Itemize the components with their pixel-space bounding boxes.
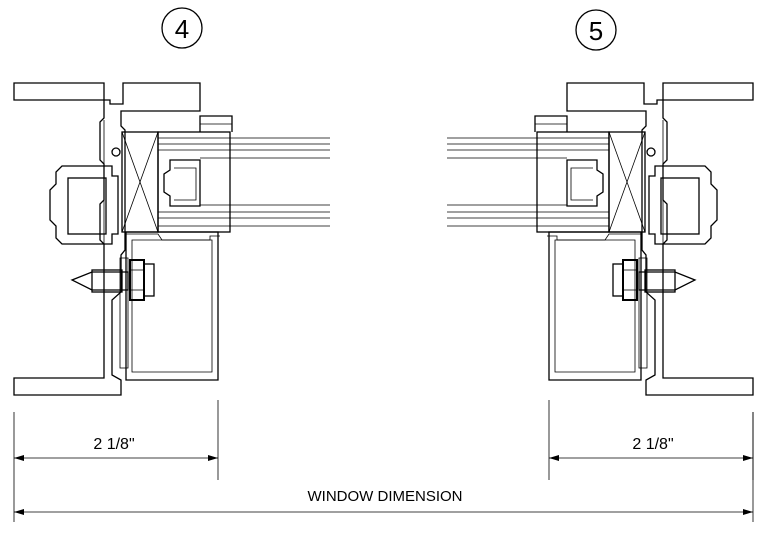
detail-5-number: 5 (589, 16, 603, 46)
detail-4-number: 4 (175, 14, 189, 44)
detail-5-wood-blocking (648, 165, 718, 245)
detail-4-dimension: 2 1/8" (13, 400, 219, 480)
detail-5-wall-channel (566, 82, 754, 396)
detail-5-dimension-label: 2 1/8" (632, 436, 673, 453)
detail-4-callout: 4 (161, 7, 203, 49)
detail-4-anchor-screw (70, 259, 155, 301)
overall-dimension-label: WINDOW DIMENSION (308, 488, 463, 505)
detail-4-dimension-label: 2 1/8" (93, 436, 134, 453)
detail-5-glass (447, 137, 609, 227)
detail-4-glass (158, 137, 330, 227)
detail-4-receptor (119, 231, 220, 381)
detail-5-anchor-screw (612, 259, 697, 301)
detail-4: 4 (13, 7, 330, 480)
detail-5-sash-frame (534, 115, 656, 233)
detail-5-receptor (547, 231, 648, 381)
detail-4-sash-frame (111, 115, 233, 233)
detail-5-callout: 5 (575, 9, 617, 51)
detail-4-wall-channel (13, 82, 201, 396)
overall-dimension: WINDOW DIMENSION (13, 412, 754, 522)
detail-5: 5 (447, 9, 754, 480)
detail-4-wood-blocking (49, 165, 119, 245)
